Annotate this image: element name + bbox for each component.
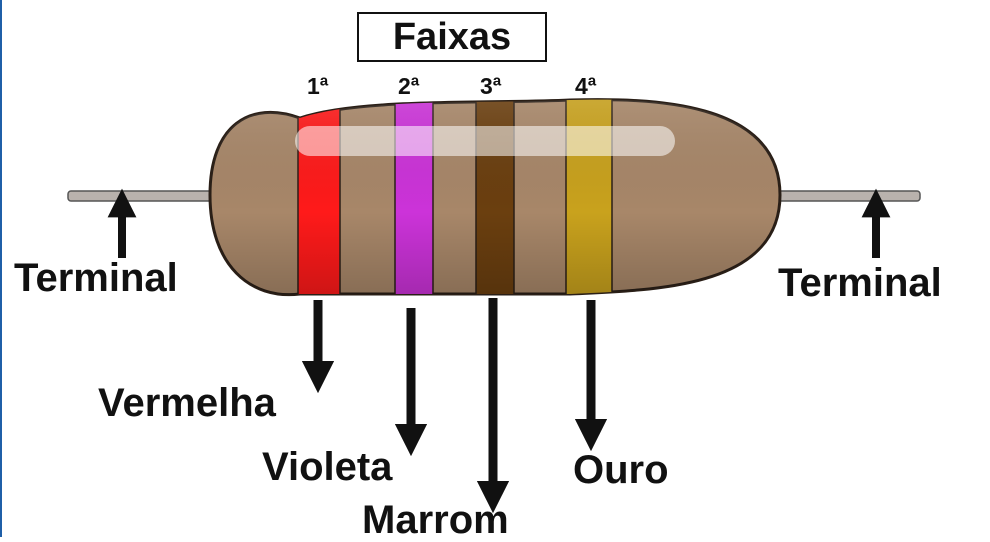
body-shading — [210, 99, 780, 295]
band-2-label: Violeta — [262, 445, 393, 489]
body-highlight — [295, 126, 675, 156]
band-3-label: Marrom — [362, 498, 509, 542]
band-number-1: 1ª — [307, 73, 329, 99]
right-lead — [769, 190, 921, 202]
terminal-right-label: Terminal — [778, 261, 942, 305]
band-number-3: 3ª — [480, 73, 502, 99]
terminal-left-label: Terminal — [14, 256, 178, 300]
left-edge-line — [0, 0, 2, 537]
title-box: Faixas — [357, 12, 547, 62]
band-4-label: Ouro — [573, 448, 669, 492]
band-number-2: 2ª — [398, 73, 420, 99]
band-1-label: Vermelha — [98, 381, 276, 425]
band-number-4: 4ª — [575, 73, 597, 99]
left-lead — [67, 190, 219, 202]
title-text: Faixas — [392, 15, 512, 58]
